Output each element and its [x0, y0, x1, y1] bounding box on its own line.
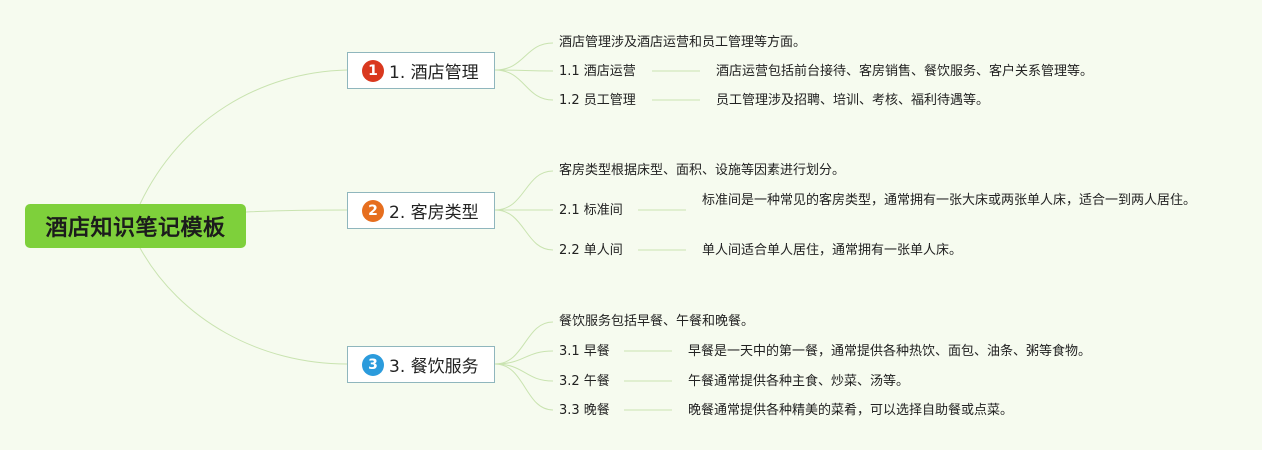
subtopic-label[interactable]: 2.2 单人间 — [559, 243, 623, 258]
subtopic-detail: 单人间适合单人居住，通常拥有一张单人床。 — [702, 243, 963, 258]
connector-line — [494, 363, 554, 411]
connector-line — [494, 69, 554, 101]
topic-node-dining-services[interactable]: 3 3. 餐饮服务 — [347, 346, 495, 383]
topic-summary: 餐饮服务包括早餐、午餐和晚餐。 — [559, 314, 755, 329]
topic-label: 2. 客房类型 — [389, 203, 479, 223]
number-badge-icon: 1 — [362, 59, 384, 82]
connector-line — [139, 247, 348, 365]
connector-line — [494, 363, 554, 382]
topic-summary: 酒店管理涉及酒店运营和员工管理等方面。 — [559, 35, 807, 50]
root-label: 酒店知识笔记模板 — [45, 216, 226, 241]
subtopic-label[interactable]: 3.2 午餐 — [559, 374, 610, 389]
subtopic-detail: 早餐是一天中的第一餐，通常提供各种热饮、面包、油条、粥等食物。 — [688, 344, 1092, 359]
connector-line — [494, 321, 554, 365]
topic-summary: 客房类型根据床型、面积、设施等因素进行划分。 — [559, 163, 846, 178]
subtopic-detail: 晚餐通常提供各种精美的菜肴，可以选择自助餐或点菜。 — [688, 403, 1014, 418]
subtopic-label[interactable]: 1.1 酒店运营 — [559, 64, 636, 79]
number-badge-icon: 3 — [362, 353, 384, 376]
topic-label: 3. 餐饮服务 — [389, 357, 479, 377]
subtopic-label[interactable]: 2.1 标准间 — [559, 203, 623, 218]
topic-node-hotel-management[interactable]: 1 1. 酒店管理 — [347, 52, 495, 89]
connector-line — [245, 209, 348, 213]
subtopic-detail: 标准间是一种常见的客房类型，通常拥有一张大床或两张单人床，适合一到两人居住。 — [702, 193, 1197, 208]
subtopic-detail: 酒店运营包括前台接待、客房销售、餐饮服务、客户关系管理等。 — [716, 64, 1094, 79]
topic-label: 1. 酒店管理 — [389, 63, 479, 83]
connector-line — [494, 350, 554, 365]
subtopic-label[interactable]: 3.1 早餐 — [559, 344, 610, 359]
connector-line — [494, 170, 554, 211]
topic-node-room-types[interactable]: 2 2. 客房类型 — [347, 192, 495, 229]
root-node[interactable]: 酒店知识笔记模板 — [25, 204, 246, 248]
connector-line — [494, 69, 554, 72]
subtopic-detail: 午餐通常提供各种主食、炒菜、汤等。 — [688, 374, 910, 389]
number-badge-icon: 2 — [362, 199, 384, 222]
subtopic-label[interactable]: 3.3 晚餐 — [559, 403, 610, 418]
connector-line — [494, 209, 554, 251]
subtopic-label[interactable]: 1.2 员工管理 — [559, 93, 636, 108]
subtopic-detail: 员工管理涉及招聘、培训、考核、福利待遇等。 — [716, 93, 990, 108]
connector-line — [139, 69, 348, 205]
connector-line — [494, 42, 554, 71]
